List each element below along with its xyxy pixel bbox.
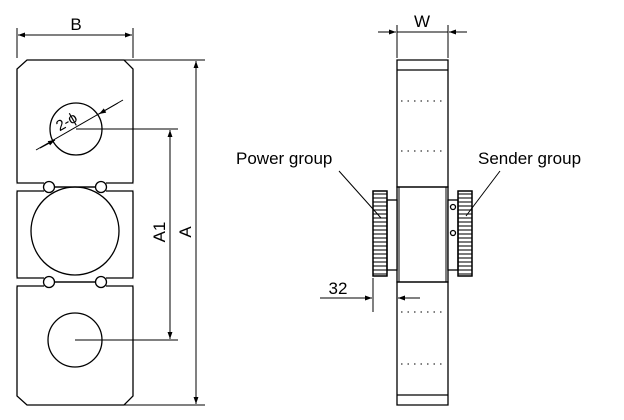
label-sender-group: Sender group	[478, 149, 581, 168]
side-center-body	[396, 186, 449, 283]
front-view	[16, 59, 134, 406]
label-a: A	[176, 226, 195, 238]
label-power-group: Power group	[236, 149, 332, 168]
center-sensor-circle	[30, 186, 120, 276]
label-hole-diameter: 2-ϕ	[53, 109, 80, 135]
notch-hole	[42, 275, 56, 289]
side-upper-plate	[396, 59, 449, 188]
label-b: B	[70, 15, 81, 34]
sender-pin	[449, 203, 457, 211]
side-view	[396, 59, 449, 406]
front-notches	[17, 180, 133, 289]
group-leaders	[338, 170, 501, 219]
hole-diameter-leader	[35, 99, 124, 151]
notch-hole	[42, 180, 56, 194]
dimension-a1	[75, 128, 178, 341]
front-middle-segment	[16, 186, 134, 283]
dimension-b	[16, 28, 134, 58]
side-lower-plate	[396, 281, 449, 406]
power-group-connector	[372, 190, 398, 277]
notch-hole	[94, 275, 108, 289]
sender-group-connector	[447, 190, 473, 277]
label-a1: A1	[150, 222, 169, 243]
sender-pin	[449, 229, 457, 237]
label-32: 32	[329, 279, 348, 298]
dimension-32	[320, 278, 420, 312]
dimension-w	[378, 25, 467, 58]
front-bottom-segment	[16, 281, 134, 406]
notch-hole	[94, 180, 108, 194]
label-w: W	[414, 12, 430, 31]
dimension-a	[124, 59, 205, 406]
